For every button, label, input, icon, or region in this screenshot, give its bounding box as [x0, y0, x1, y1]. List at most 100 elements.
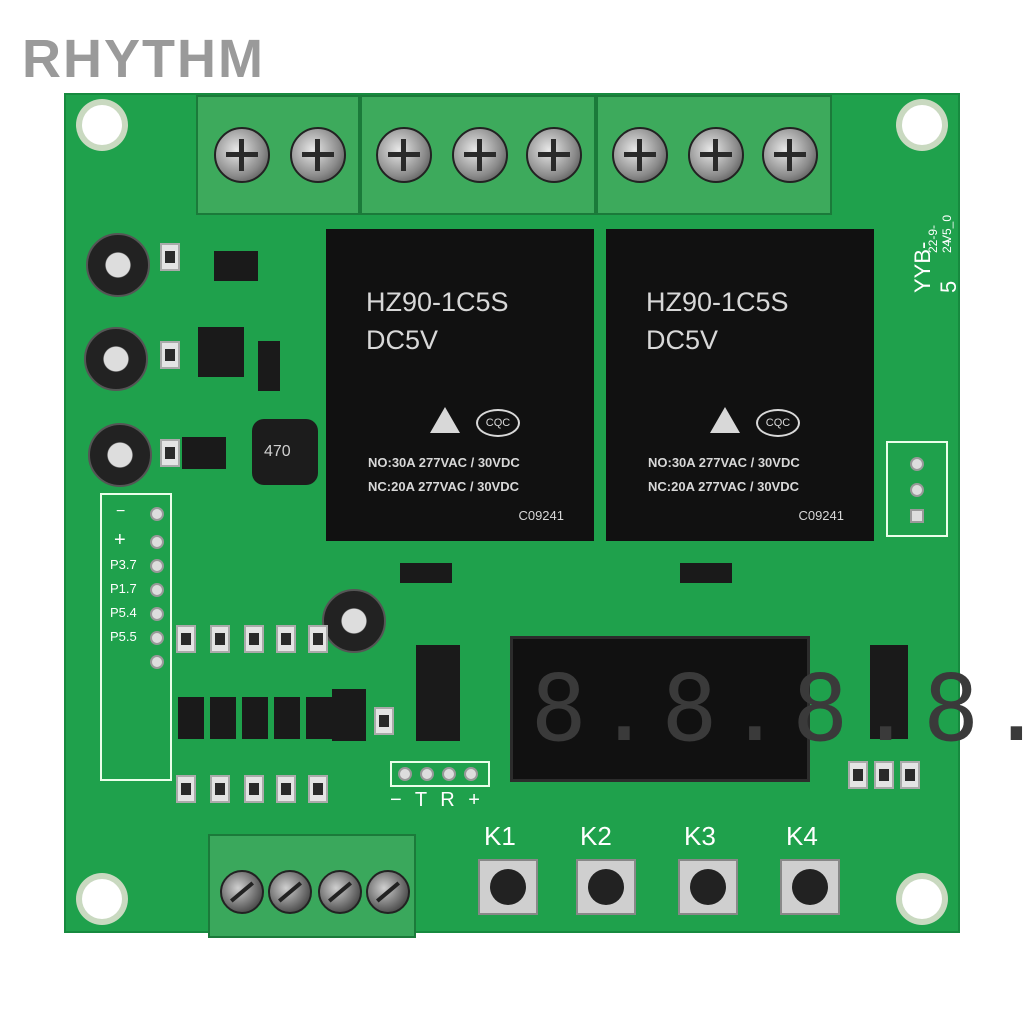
watermark-text: RHYTHM — [22, 29, 265, 89]
button-label-k4: K4 — [786, 821, 818, 851]
diode — [400, 563, 452, 583]
mounting-hole — [82, 879, 122, 919]
driver-chip — [870, 645, 908, 739]
cert-mark: CQC — [476, 409, 520, 437]
electrolytic-capacitor — [322, 589, 386, 653]
smd-resistor — [160, 243, 180, 271]
button-label-k2: K2 — [580, 821, 612, 851]
smd-resistor — [276, 775, 296, 803]
relay-model: HZ90-1C5S — [366, 287, 509, 317]
header-pin[interactable] — [150, 631, 164, 645]
relay-voltage: DC5V — [366, 325, 439, 355]
smd-resistor — [176, 625, 196, 653]
pin-label-p17: P1.7 — [110, 581, 137, 596]
electrolytic-capacitor — [84, 327, 148, 391]
header-pin[interactable] — [150, 507, 164, 521]
diode — [680, 563, 732, 583]
serial-pin[interactable] — [398, 767, 412, 781]
smd-resistor — [176, 775, 196, 803]
connector-pin[interactable] — [910, 483, 924, 497]
serial-pin[interactable] — [464, 767, 478, 781]
screw-terminal[interactable] — [452, 127, 508, 183]
smd-resistor — [160, 341, 180, 369]
shift-register-chip — [416, 645, 460, 741]
mounting-hole — [82, 105, 122, 145]
diode — [258, 341, 280, 391]
smd-resistor — [160, 439, 180, 467]
header-pin[interactable] — [150, 559, 164, 573]
relay-code: C09241 — [518, 508, 564, 523]
relay-model: HZ90-1C5S — [646, 287, 789, 317]
pin-label-p55: P5.5 — [110, 629, 137, 644]
header-pin[interactable] — [150, 535, 164, 549]
three-pin-connector — [886, 441, 948, 537]
transistor — [178, 697, 204, 739]
screw-terminal[interactable] — [612, 127, 668, 183]
smd-resistor — [244, 775, 264, 803]
regulator-chip — [182, 437, 226, 469]
serial-header — [390, 761, 490, 787]
relay-no-spec: NO:30A 277VAC / 30VDC — [648, 455, 800, 470]
k2-button[interactable] — [576, 859, 636, 915]
screw-terminal[interactable] — [376, 127, 432, 183]
smd-resistor — [210, 625, 230, 653]
cert-mark: CQC — [756, 409, 800, 437]
inductor-label: 470 — [264, 443, 291, 460]
relay-voltage: DC5V — [646, 325, 719, 355]
smd-resistor — [374, 707, 394, 735]
pin-label-minus: − — [116, 503, 126, 520]
screw-terminal[interactable] — [220, 870, 264, 914]
button-label-k1: K1 — [484, 821, 516, 851]
smd-resistor — [210, 775, 230, 803]
screw-terminal[interactable] — [366, 870, 410, 914]
connector-pin[interactable] — [910, 457, 924, 471]
header-pin[interactable] — [150, 607, 164, 621]
header-pin[interactable] — [150, 655, 164, 669]
k1-button[interactable] — [478, 859, 538, 915]
board-version-label: V5_0 — [940, 214, 954, 243]
screw-terminal[interactable] — [526, 127, 582, 183]
screw-terminal[interactable] — [762, 127, 818, 183]
electrolytic-capacitor — [88, 423, 152, 487]
relay-no-spec: NO:30A 277VAC / 30VDC — [368, 455, 520, 470]
relay-code: C09241 — [798, 508, 844, 523]
transistor — [306, 697, 332, 739]
transistor — [274, 697, 300, 739]
smd-resistor — [848, 761, 868, 789]
electrolytic-capacitor — [86, 233, 150, 297]
warning-triangle-icon — [430, 407, 460, 433]
screw-terminal[interactable] — [214, 127, 270, 183]
transistor — [242, 697, 268, 739]
screw-terminal[interactable] — [268, 870, 312, 914]
serial-pin[interactable] — [420, 767, 434, 781]
smd-resistor — [874, 761, 894, 789]
terminal-block-power — [196, 95, 360, 215]
ic-chip — [198, 327, 244, 377]
smd-resistor — [308, 775, 328, 803]
diode — [332, 689, 366, 741]
inductor: 470 — [252, 419, 318, 485]
smd-resistor — [308, 625, 328, 653]
terminal-block-relay1 — [360, 95, 596, 215]
relay-2: HZ90-1C5S DC5V CQC NO:30A 277VAC / 30VDC… — [606, 229, 874, 541]
header-pin[interactable] — [150, 583, 164, 597]
relay-nc-spec: NC:20A 277VAC / 30VDC — [368, 479, 519, 494]
connector-pin[interactable] — [910, 509, 924, 523]
pin-label-p37: P3.7 — [110, 557, 137, 572]
screw-terminal[interactable] — [290, 127, 346, 183]
warning-triangle-icon — [710, 407, 740, 433]
relay-1: HZ90-1C5S DC5V CQC NO:30A 277VAC / 30VDC… — [326, 229, 594, 541]
display-digits: 8.8.8.8. — [531, 655, 1024, 762]
k3-button[interactable] — [678, 859, 738, 915]
smd-resistor — [900, 761, 920, 789]
screw-terminal[interactable] — [318, 870, 362, 914]
serial-pin[interactable] — [442, 767, 456, 781]
header-pins: − + P3.7 P1.7 P5.4 P5.5 — [100, 493, 172, 781]
smd-resistor — [244, 625, 264, 653]
screw-terminal[interactable] — [688, 127, 744, 183]
k4-button[interactable] — [780, 859, 840, 915]
mounting-hole — [902, 879, 942, 919]
button-label-k3: K3 — [684, 821, 716, 851]
pin-label-p54: P5.4 — [110, 605, 137, 620]
serial-pin-labels: − T R + — [390, 789, 484, 811]
